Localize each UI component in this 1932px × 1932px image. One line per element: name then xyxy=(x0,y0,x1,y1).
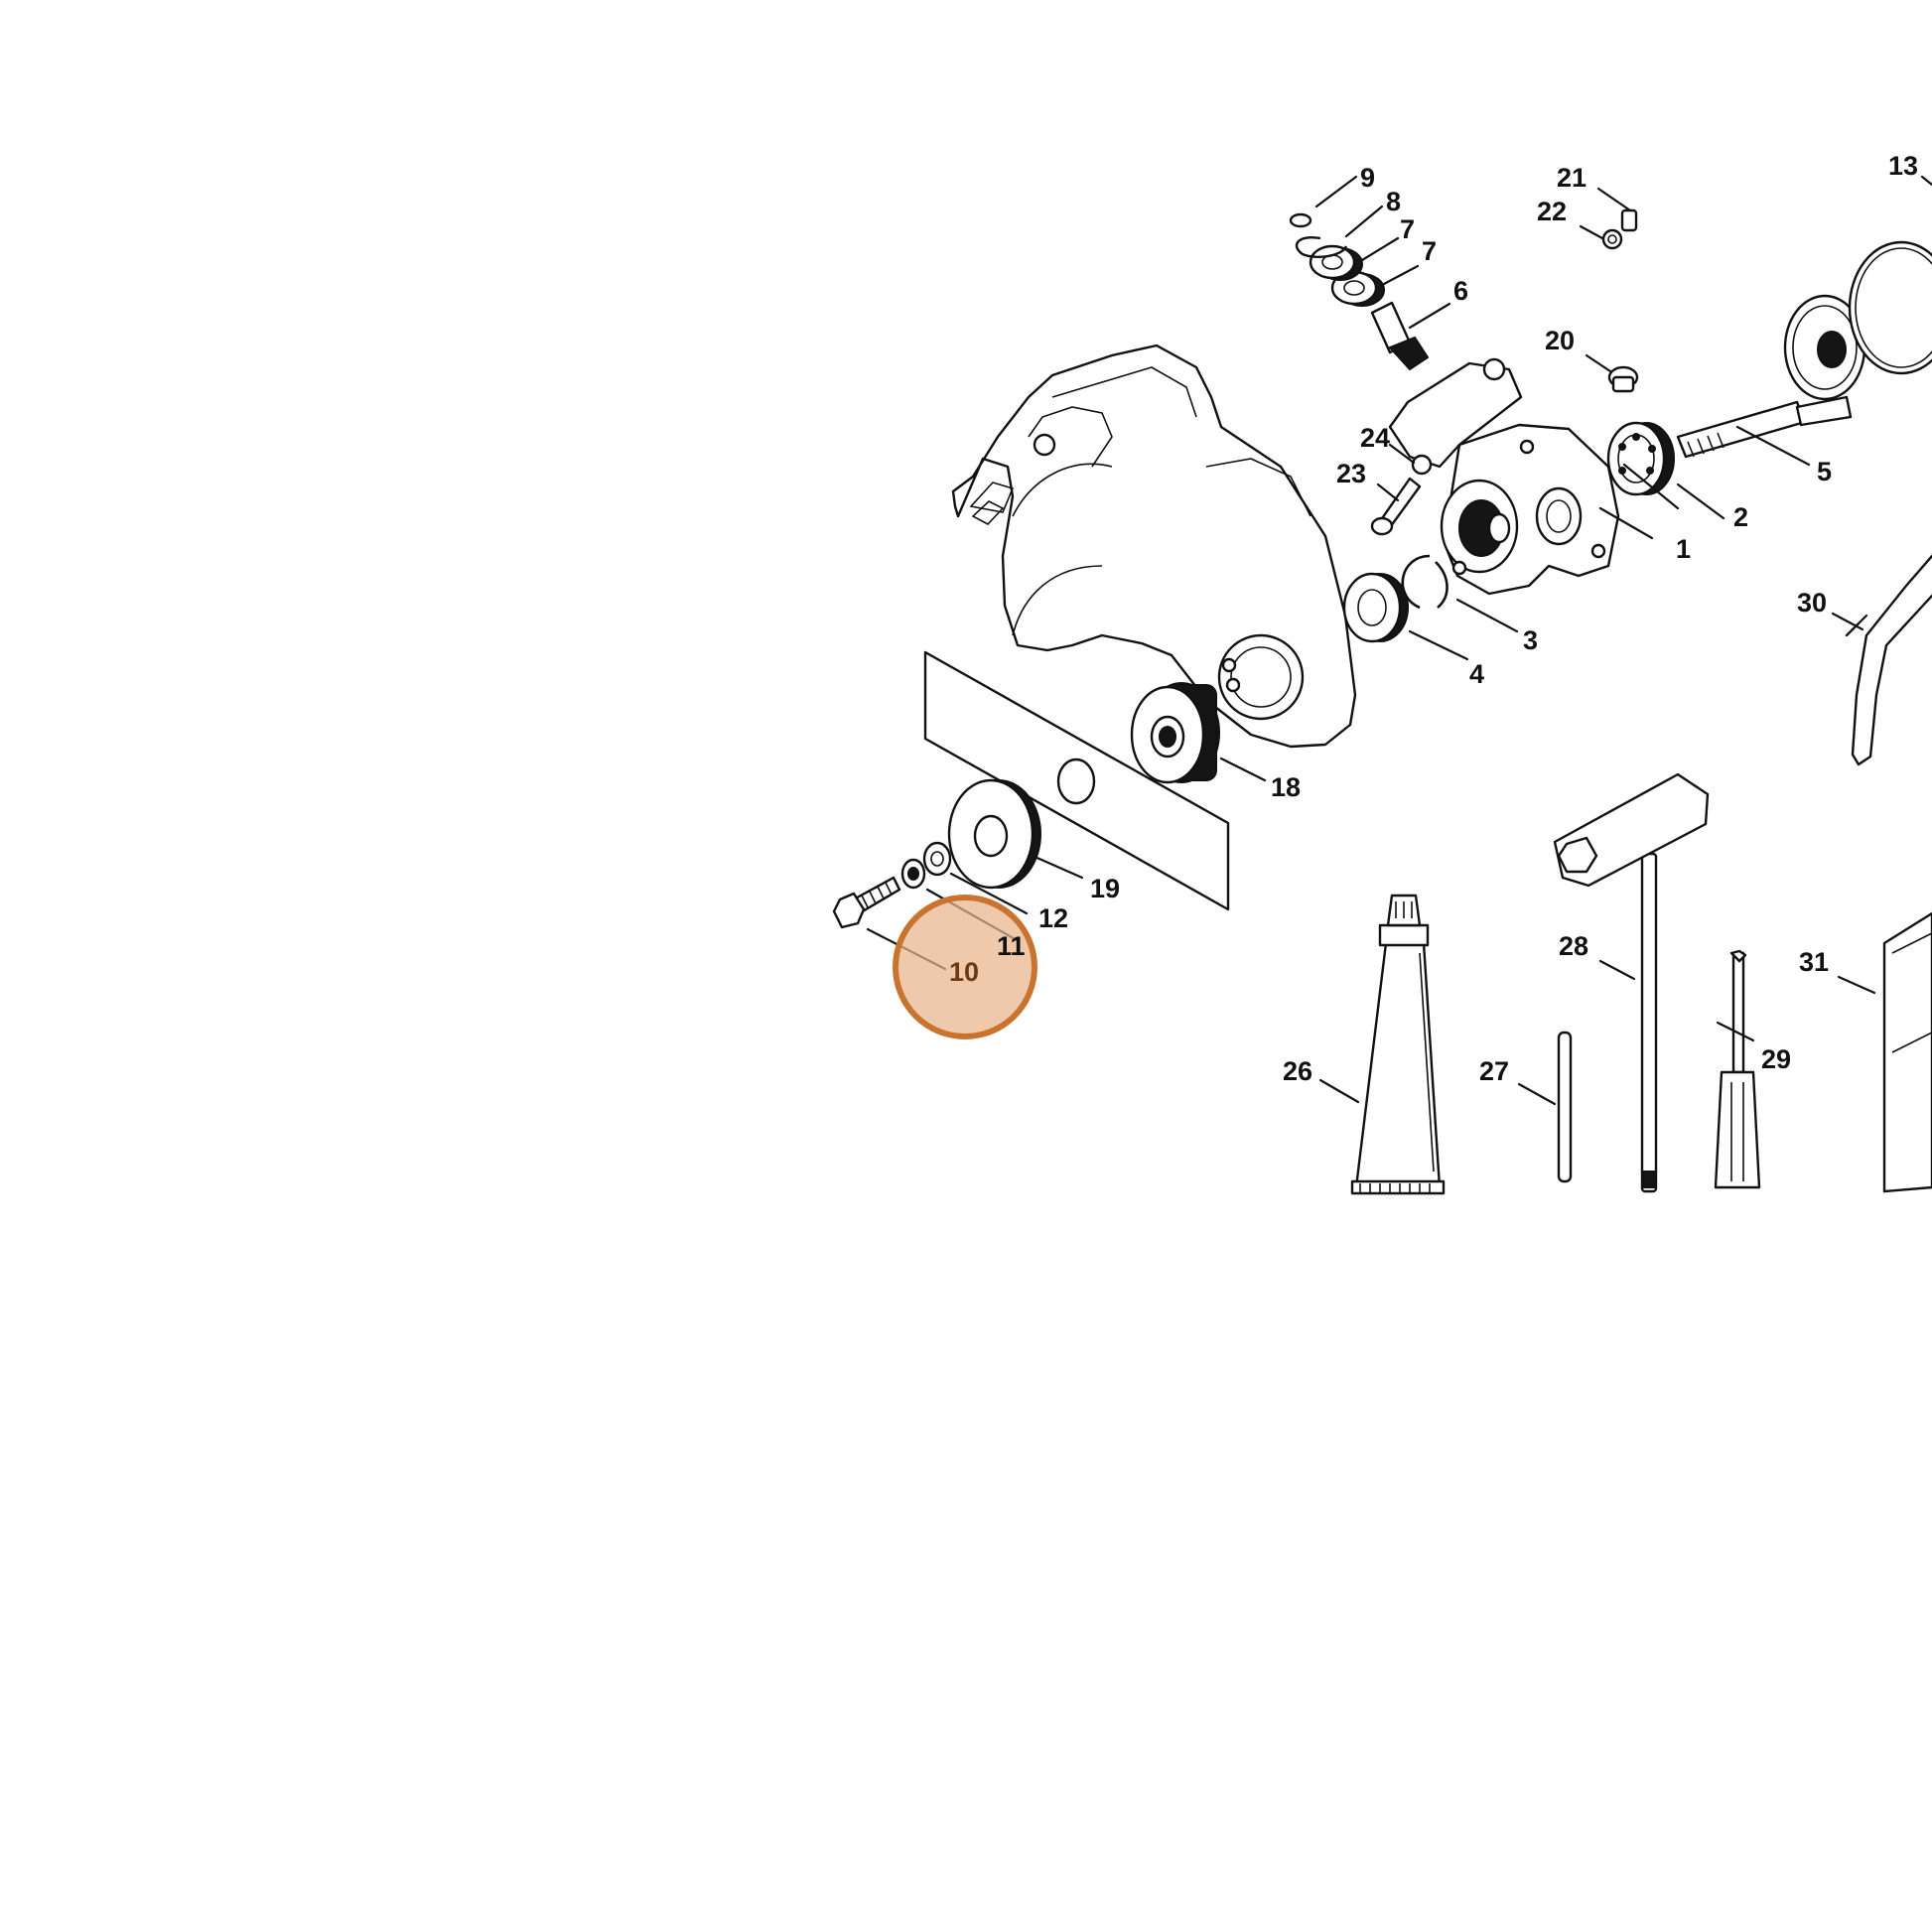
part-12-washer xyxy=(922,841,952,877)
cutting-blade xyxy=(923,650,1230,911)
part-22-washer xyxy=(1601,228,1623,250)
callout-6: 6 xyxy=(1453,276,1468,306)
part-23-screw xyxy=(1370,477,1422,536)
callout-7b: 7 xyxy=(1422,236,1437,266)
callout-10-highlight xyxy=(893,895,1037,1039)
blade-guard xyxy=(951,344,1357,749)
callout-27: 27 xyxy=(1479,1056,1509,1086)
callout-29: 29 xyxy=(1761,1044,1791,1074)
callout-22: 22 xyxy=(1537,197,1567,226)
o-ring xyxy=(1848,240,1932,375)
part-29-screwdriver xyxy=(1714,949,1761,1189)
part-20-plug xyxy=(1607,365,1639,393)
callout-1: 1 xyxy=(1676,534,1691,564)
callout-5: 5 xyxy=(1817,457,1832,486)
part-1-gear-housing xyxy=(1388,357,1620,596)
part-31-instruction-manual xyxy=(1882,911,1932,1193)
callout-7a: 7 xyxy=(1400,214,1415,244)
part-18-thrust-collar xyxy=(1130,682,1220,784)
part-5-spline-shaft xyxy=(1676,395,1853,459)
callout-23: 23 xyxy=(1336,459,1366,488)
callout-2: 2 xyxy=(1733,502,1748,532)
callout-26: 26 xyxy=(1283,1056,1312,1086)
part-30-bracket xyxy=(1851,554,1932,766)
part-7-bearing-upper xyxy=(1309,244,1363,281)
part-2-ball-bearing xyxy=(1606,421,1675,496)
callout-13: 13 xyxy=(1888,151,1918,181)
callout-labels: 9 8 7 7 6 21 22 20 24 23 13 5 2 1 30 3 4… xyxy=(949,151,1918,1086)
callout-19: 19 xyxy=(1090,874,1120,903)
part-3-circlip xyxy=(1401,554,1449,610)
part-8-circlip xyxy=(1295,236,1348,258)
callout-9: 9 xyxy=(1360,163,1375,193)
part-4-oil-seal xyxy=(1342,572,1409,643)
part-9-small-washer xyxy=(1289,212,1312,228)
part-19-thrust-plate xyxy=(947,778,1041,890)
callout-18: 18 xyxy=(1271,772,1301,802)
callout-24: 24 xyxy=(1360,423,1390,453)
callout-8: 8 xyxy=(1386,187,1401,216)
part-6-pinion-gear xyxy=(1370,301,1430,371)
callout-11: 11 xyxy=(997,931,1026,961)
part-11-lock-washer xyxy=(900,858,926,890)
part-26-grease-tube xyxy=(1350,894,1446,1195)
callout-4: 4 xyxy=(1469,659,1484,689)
part-27-locking-pin xyxy=(1557,1031,1573,1183)
callout-3: 3 xyxy=(1523,625,1538,655)
callout-21: 21 xyxy=(1557,163,1587,193)
callout-31: 31 xyxy=(1799,947,1829,977)
callout-28: 28 xyxy=(1559,931,1588,961)
part-21-screw xyxy=(1620,208,1638,232)
part-10-bolt xyxy=(832,876,901,929)
part-24-washer xyxy=(1411,454,1433,476)
callout-12: 12 xyxy=(1038,903,1068,933)
part-28-combination-wrench xyxy=(1553,772,1710,1193)
callout-30: 30 xyxy=(1797,588,1827,618)
callout-10: 10 xyxy=(949,957,979,987)
callout-20: 20 xyxy=(1545,326,1575,355)
bevel-gear xyxy=(1783,294,1866,401)
